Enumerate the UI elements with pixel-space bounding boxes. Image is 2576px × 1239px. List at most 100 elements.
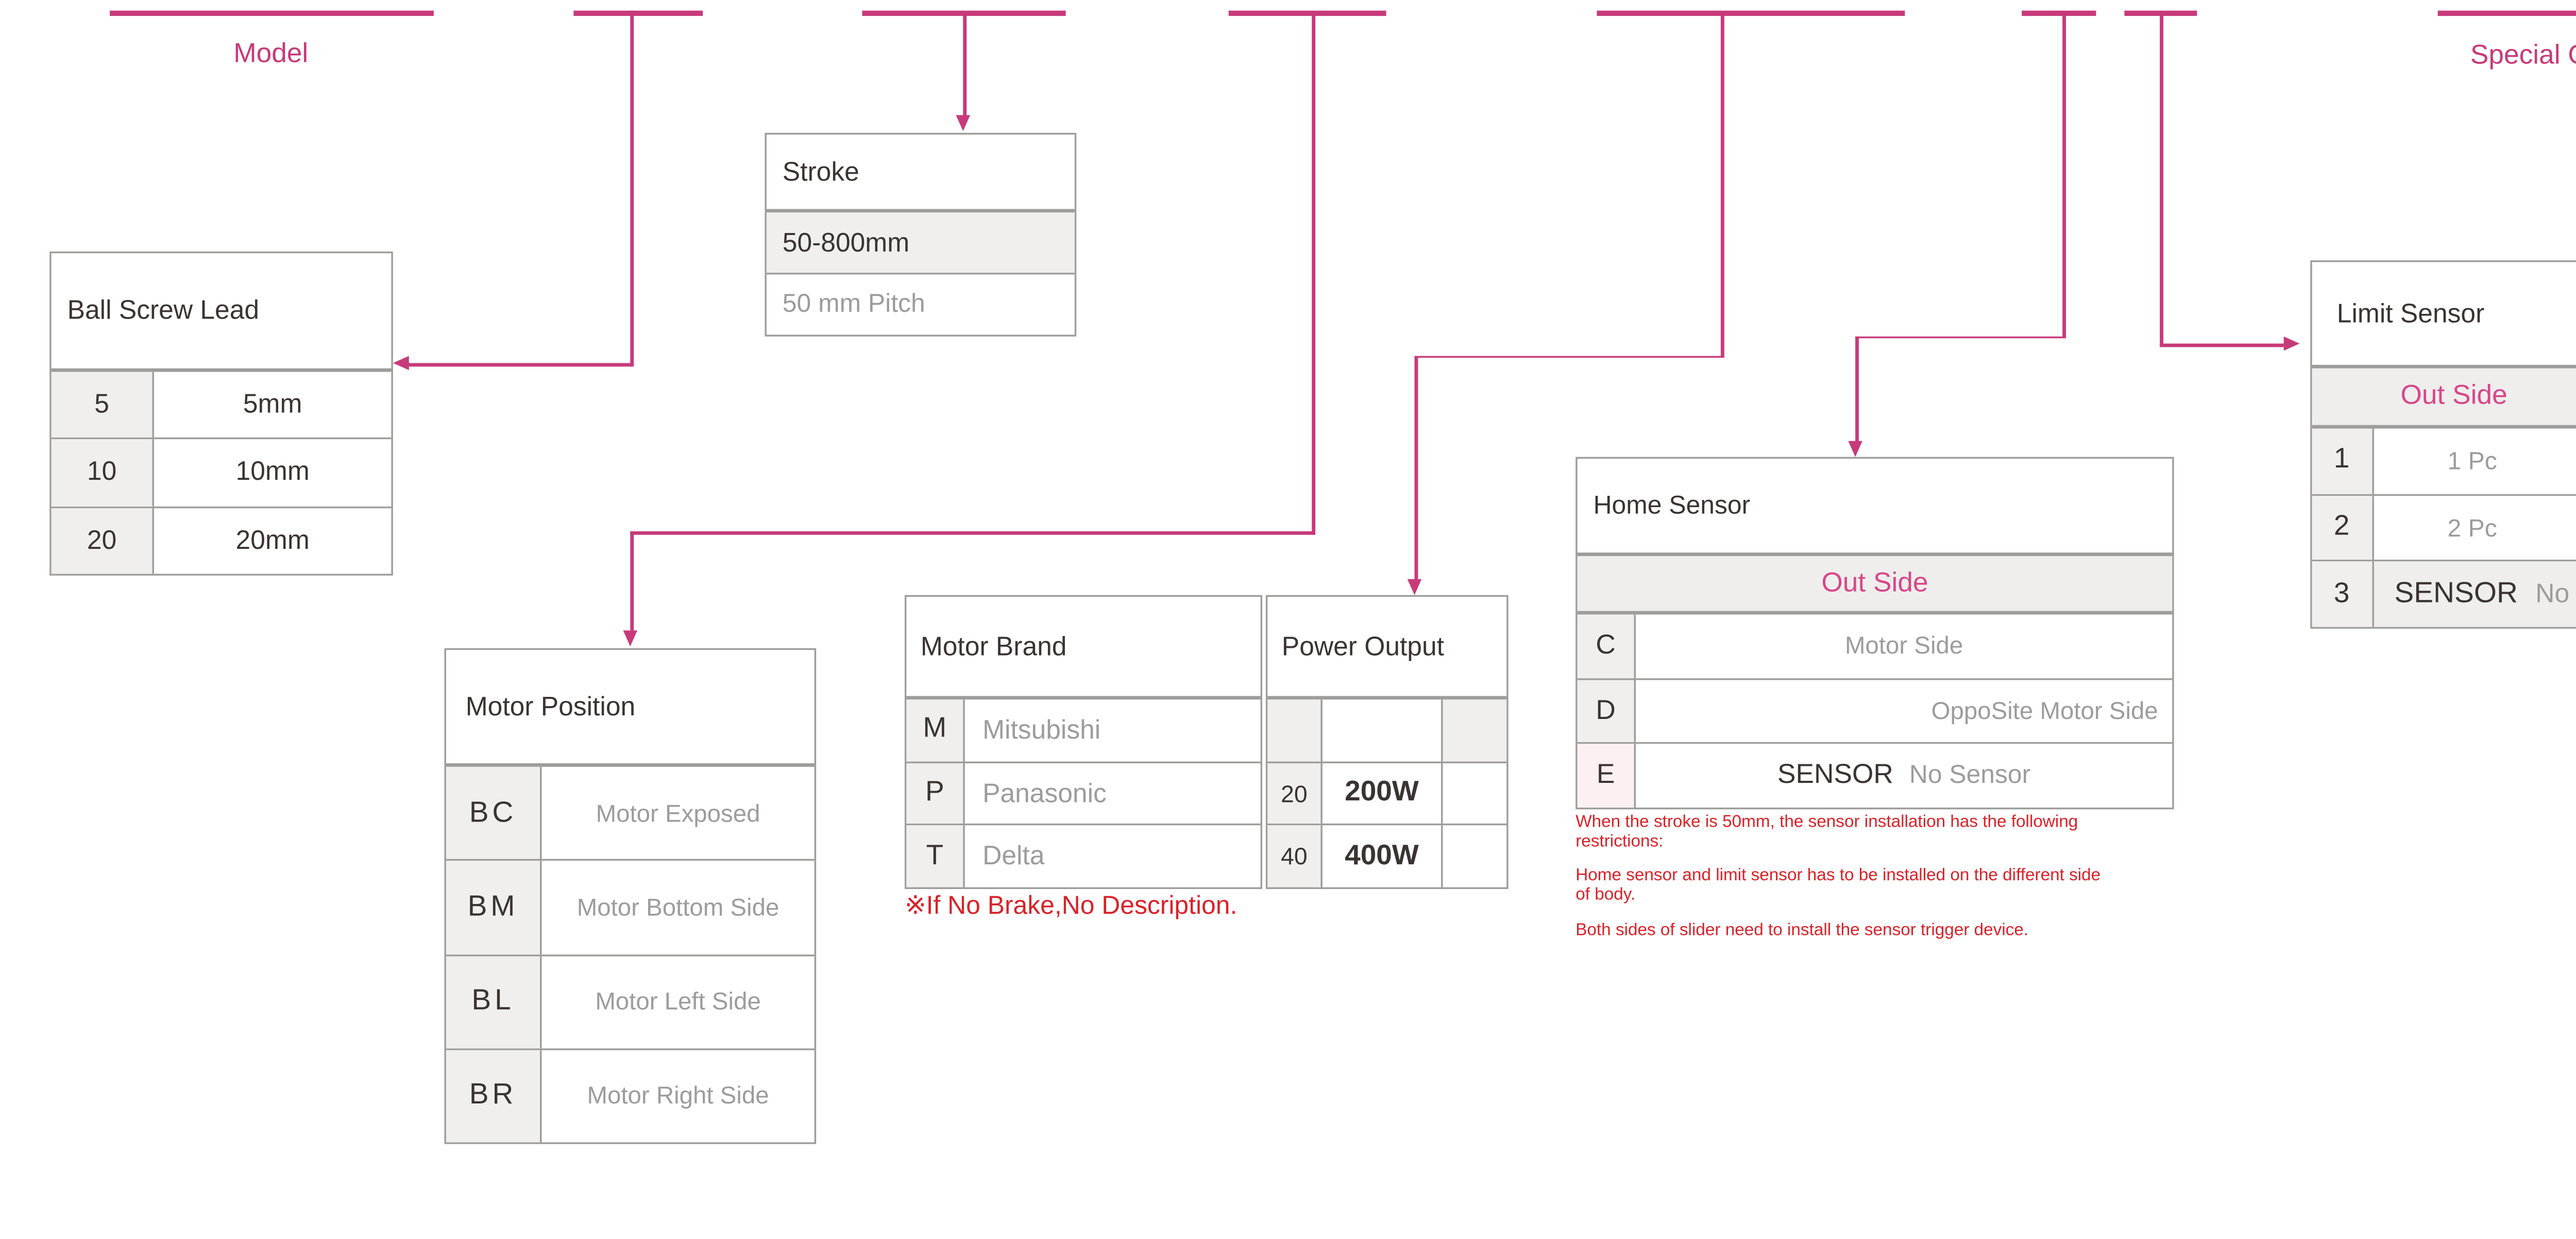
row-code: 20 xyxy=(1267,762,1323,825)
row-value-text: No Sensor xyxy=(2535,579,2576,610)
row-code: E xyxy=(1577,744,1636,808)
row-spare-cell xyxy=(1441,826,1506,888)
stroke-range: 50-800mm xyxy=(782,227,910,258)
row-value: Motor Side xyxy=(1845,632,1963,660)
row-value: OppoSite Motor Side xyxy=(1931,697,2158,725)
row-value: Motor Bottom Side xyxy=(577,894,779,921)
table-title: Home Sensor xyxy=(1577,459,2173,556)
row-value-text: No Sensor xyxy=(1909,762,2031,791)
row-code: C xyxy=(1577,614,1636,678)
table-row xyxy=(1267,699,1507,763)
row-value: 200W xyxy=(1345,777,1419,808)
limit-sensor-outside-band: Out Side xyxy=(2312,368,2576,429)
row-code: 1 xyxy=(2312,428,2374,494)
motor-brand-table: Motor Brand M Mitsubishi P Panasonic T D… xyxy=(904,595,1263,889)
table-row: BL Motor Left Side xyxy=(446,955,815,1050)
table-row: 20 200W xyxy=(1267,762,1507,826)
row-value: 5mm xyxy=(243,390,302,420)
row-value-code-text: SENSOR xyxy=(1777,760,1893,791)
table-row: 3 SENSOR No Sensor xyxy=(2312,562,2576,627)
row-value: SENSOR No Sensor xyxy=(1636,744,2172,808)
model-label: Model xyxy=(233,39,309,70)
table-row: 40 400W xyxy=(1267,826,1506,888)
power-output-table: Power Output 20 200W 40 400W xyxy=(1265,595,1509,889)
table-row: D OppoSite Motor Side xyxy=(1577,679,2173,745)
tick-model xyxy=(110,10,434,16)
tick-motor-brand-power xyxy=(1597,10,1905,16)
row-code: 2 xyxy=(2312,495,2374,561)
row-code: T xyxy=(906,826,965,888)
table-row: C Motor Side xyxy=(1577,614,2173,680)
ball-screw-lead-table: Ball Screw Lead 5 5mm 10 10mm 20 20mm xyxy=(49,251,393,576)
row-value xyxy=(1323,699,1441,761)
table-title: Power Output xyxy=(1267,597,1507,700)
restriction-trigger: Both sides of slider need to install the… xyxy=(1575,920,2029,941)
motor-position-table: Motor Position BC Motor Exposed BM Motor… xyxy=(444,648,817,1144)
arrowhead-down-icon xyxy=(1849,440,1863,456)
arrowhead-down-icon xyxy=(956,114,971,130)
stroke-pitch-row: 50 mm Pitch xyxy=(767,275,1075,335)
row-spare-cell xyxy=(1441,699,1507,761)
table-title: Stroke xyxy=(766,135,1075,213)
row-value: 400W xyxy=(1345,841,1419,871)
table-row: T Delta xyxy=(906,826,1260,888)
special-order-label: Special Order No. xyxy=(2470,41,2576,71)
row-value: Motor Right Side xyxy=(587,1082,769,1110)
table-row: E SENSOR No Sensor xyxy=(1577,744,2173,808)
row-value-code-text: SENSOR xyxy=(2394,577,2518,610)
row-value: Delta xyxy=(982,841,1045,872)
row-value: 20mm xyxy=(235,525,310,556)
row-spare-cell xyxy=(1441,762,1506,825)
limit-sensor-table: Limit Sensor Out Side 1 1 Pc 2 2 Pc 3 SE… xyxy=(2310,260,2576,629)
table-row: 10 10mm xyxy=(51,440,392,508)
stroke-range-row: 50-800mm xyxy=(766,212,1075,275)
home-sensor-table: Home Sensor Out Side C Motor Side D Oppo… xyxy=(1575,457,2174,810)
sensor-restriction-notes: When the stroke is 50mm, the sensor inst… xyxy=(1575,813,2103,951)
table-row: 1 1 Pc xyxy=(2312,428,2576,496)
table-row: P Panasonic xyxy=(906,762,1261,826)
restriction-sides: Home sensor and limit sensor has to be i… xyxy=(1575,865,2101,905)
row-code: M xyxy=(906,699,965,761)
arrowhead-right-icon xyxy=(2282,336,2299,350)
row-code: 10 xyxy=(51,440,154,506)
tick-home-sensor xyxy=(2022,10,2096,16)
row-value: SENSOR No Sensor xyxy=(2373,562,2576,627)
table-row: BM Motor Bottom Side xyxy=(446,861,815,956)
row-value: Mitsubishi xyxy=(982,715,1101,746)
home-sensor-outside-band: Out Side xyxy=(1577,556,2173,615)
table-row: 2 2 Pc xyxy=(2312,495,2576,562)
row-value: Motor Left Side xyxy=(595,988,761,1015)
row-code: D xyxy=(1577,679,1636,743)
table-row: M Mitsubishi xyxy=(906,699,1261,763)
arrowhead-down-icon xyxy=(623,629,638,646)
stroke-table: Stroke 50-800mm 50 mm Pitch xyxy=(765,132,1077,337)
row-value: 1 Pc xyxy=(2447,447,2497,476)
row-code: 3 xyxy=(2312,562,2374,627)
restriction-intro: When the stroke is 50mm, the sensor inst… xyxy=(1575,813,2078,852)
table-title: Motor Position xyxy=(446,650,815,767)
table-row: 5 5mm xyxy=(51,372,392,440)
row-code: BL xyxy=(446,955,542,1048)
stroke-pitch: 50 mm Pitch xyxy=(782,290,925,319)
row-value: 2 Pc xyxy=(2447,513,2497,542)
row-code: BR xyxy=(446,1049,542,1143)
row-code: BC xyxy=(446,766,542,860)
brake-note: ※If No Brake,No Description. xyxy=(904,892,1238,921)
tick-special-order xyxy=(2437,10,2576,16)
table-title: Motor Brand xyxy=(906,597,1261,700)
arrowhead-left-icon xyxy=(392,356,409,370)
row-code: P xyxy=(906,762,965,825)
row-value: Motor Exposed xyxy=(596,799,760,827)
row-code: BM xyxy=(446,861,542,954)
row-value: Panasonic xyxy=(982,778,1107,809)
table-title: Limit Sensor xyxy=(2312,262,2576,369)
table-row: 20 20mm xyxy=(51,508,392,574)
table-title: Ball Screw Lead xyxy=(51,253,392,372)
tick-ball-screw-lead xyxy=(573,10,703,16)
tick-motor-position xyxy=(1228,10,1386,16)
row-value: 10mm xyxy=(235,458,310,488)
row-code: 40 xyxy=(1267,826,1323,888)
table-row: BC Motor Exposed xyxy=(446,766,815,861)
arrowhead-down-icon xyxy=(1408,578,1422,594)
